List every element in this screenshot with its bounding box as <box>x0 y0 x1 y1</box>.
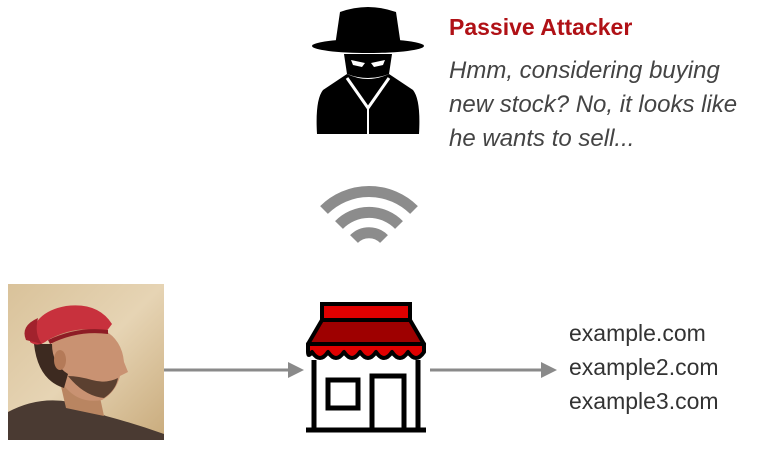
attacker-thought: Hmm, considering buying new stock? No, i… <box>449 57 738 152</box>
arrow-shop-to-destinations <box>430 362 557 378</box>
destination-item: example.com <box>569 320 706 346</box>
spy-icon <box>312 7 424 134</box>
user-photo <box>8 284 164 440</box>
arrow-user-to-shop <box>164 362 304 378</box>
destination-list: example.com example2.com example3.com <box>569 316 719 418</box>
destination-item: example2.com <box>569 354 719 380</box>
attacker-title: Passive Attacker <box>449 14 633 40</box>
storefront-icon <box>306 302 426 433</box>
destination-item: example3.com <box>569 388 719 414</box>
wifi-icon <box>320 186 418 244</box>
